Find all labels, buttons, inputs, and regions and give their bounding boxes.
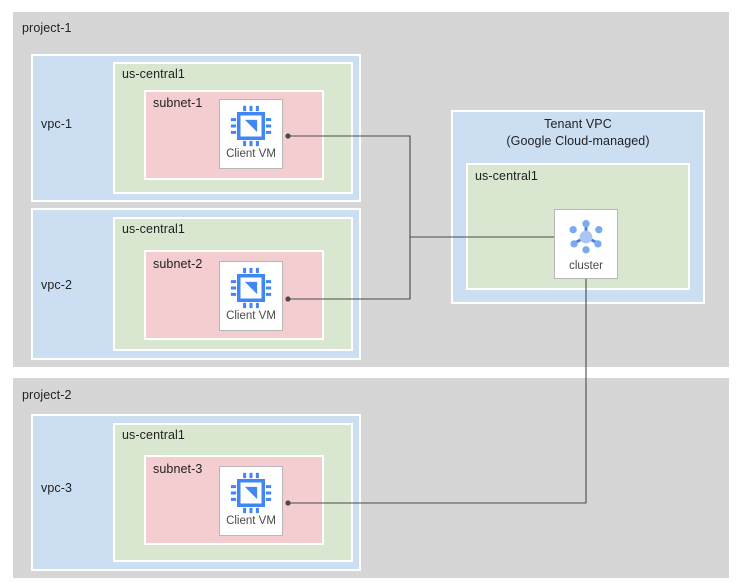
node-card-vpc-3-client-vm[interactable]: Client VM	[219, 466, 283, 536]
cpu-chip-icon	[230, 267, 272, 309]
cpu-chip-icon	[230, 105, 272, 147]
node-label-cluster: cluster	[569, 260, 603, 272]
subnet-label-subnet-3: subnet-3	[153, 462, 203, 476]
region-label-vpc-1: us-central1	[122, 67, 185, 81]
vpc-label-vpc-3: vpc-3	[41, 481, 73, 495]
project-label-project-1: project-1	[22, 21, 72, 35]
region-label-vpc-3: us-central1	[122, 428, 185, 442]
cpu-chip-icon	[230, 472, 272, 514]
node-card-cluster[interactable]: cluster	[554, 209, 618, 279]
node-label-vpc-2-client-vm: Client VM	[226, 310, 276, 322]
vpc-label-vpc-2: vpc-2	[41, 278, 73, 292]
node-label-vpc-3-client-vm: Client VM	[226, 515, 276, 527]
node-card-vpc-1-client-vm[interactable]: Client VM	[219, 99, 283, 169]
project-label-project-2: project-2	[22, 388, 72, 402]
tenant-vpc-title-line-1: Tenant VPC	[544, 117, 612, 131]
subnet-label-subnet-1: subnet-1	[153, 96, 203, 110]
vpc-label-vpc-1: vpc-1	[41, 117, 73, 131]
region-label-vpc-2: us-central1	[122, 222, 185, 236]
subnet-label-subnet-2: subnet-2	[153, 257, 203, 271]
tenant-vpc-title-line-2: (Google Cloud-managed)	[506, 134, 650, 148]
cluster-hub-icon	[564, 215, 608, 259]
node-card-vpc-2-client-vm[interactable]: Client VM	[219, 261, 283, 331]
node-label-vpc-1-client-vm: Client VM	[226, 148, 276, 160]
region-label-tenant-vpc: us-central1	[475, 169, 538, 183]
